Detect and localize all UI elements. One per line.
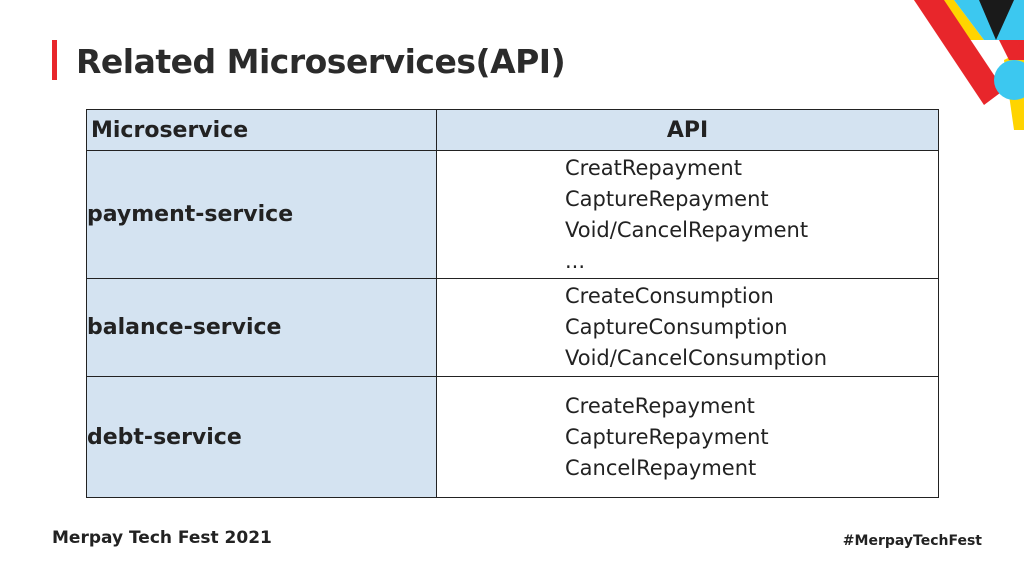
api-cell: CreateConsumption CaptureConsumption Voi… (436, 278, 939, 377)
corner-decoration (914, 0, 1024, 130)
api-item: CaptureRepayment (565, 424, 769, 449)
microservices-table: Microservice API payment-service CreatRe… (86, 109, 939, 498)
deco-red-right-shape (999, 40, 1024, 60)
deco-red-shape (914, 0, 1004, 105)
api-cell: CreatRepayment CaptureRepayment Void/Can… (436, 150, 939, 279)
api-item: CaptureConsumption (565, 315, 788, 339)
api-list: CreatRepayment CaptureRepayment Void/Can… (437, 153, 938, 277)
api-cell: CreateRepayment CaptureRepayment CancelR… (436, 376, 939, 498)
table-row: debt-service CreateRepayment CaptureRepa… (86, 376, 939, 498)
slide-title: Related Microservices(API) (76, 42, 566, 81)
api-item: CreatRepayment (565, 155, 742, 180)
header-api: API (436, 109, 939, 151)
api-item: CreateRepayment (565, 393, 755, 418)
api-item: Void/CancelRepayment (565, 217, 809, 242)
api-item: CreateConsumption (565, 284, 774, 308)
deco-cyan-circle (994, 60, 1024, 100)
api-item: CancelRepayment (565, 455, 757, 480)
service-name: payment-service (86, 150, 437, 279)
deco-black-shape (979, 0, 1014, 40)
table-row: payment-service CreatRepayment CaptureRe… (86, 150, 939, 279)
api-item: ... (565, 248, 586, 273)
service-name: debt-service (86, 376, 437, 498)
service-name: balance-service (86, 278, 437, 377)
footer-event-name: Merpay Tech Fest 2021 (52, 528, 272, 548)
footer-hashtag: #MerpayTechFest (842, 533, 982, 549)
api-item: Void/CancelConsumption (565, 346, 828, 370)
title-accent-bar (52, 40, 57, 80)
api-list: CreateConsumption CaptureConsumption Voi… (437, 281, 938, 374)
api-item: CaptureRepayment (565, 186, 769, 211)
table-row: balance-service CreateConsumption Captur… (86, 278, 939, 377)
table-header-row: Microservice API (86, 109, 939, 151)
api-list: CreateRepayment CaptureRepayment CancelR… (437, 391, 938, 484)
header-microservice: Microservice (86, 109, 437, 151)
